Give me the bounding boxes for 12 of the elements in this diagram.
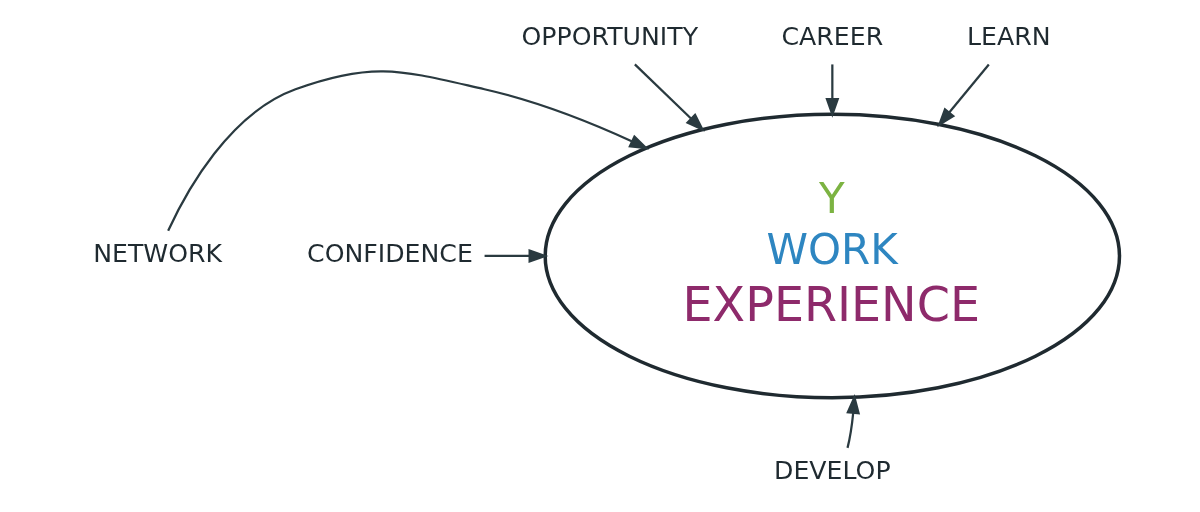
node-text: LEARN [966,22,1051,52]
arrow [937,63,990,128]
node-text: NETWORK [93,239,223,269]
arrow [846,394,861,449]
node-text: CAREER [781,22,884,52]
arrow [825,64,840,118]
arrow [484,249,549,263]
arrow [634,63,705,132]
arrow [167,70,650,232]
node-text: CONFIDENCE [307,239,473,269]
node-text: OPPORTUNITY [521,22,699,52]
node-text: DEVELOP [774,456,891,486]
